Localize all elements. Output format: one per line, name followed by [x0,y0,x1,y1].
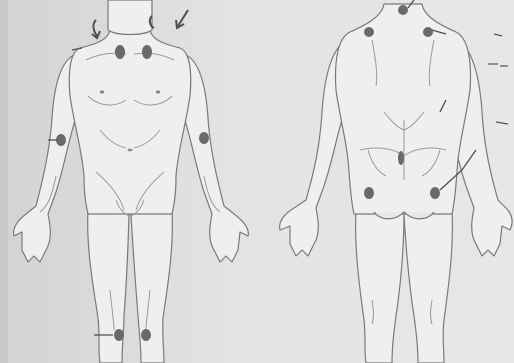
marker-front-left-knee [114,329,124,341]
marker-back-neck-top [398,5,408,15]
marker-back-left-buttock [364,187,374,199]
back-torso [336,4,471,214]
marker-front-left-neck [115,45,125,59]
marker-front-right-knee [141,329,151,341]
front-torso [69,30,190,214]
marker-back-lower-spine [398,151,404,165]
marker-back-left-shoulder [364,27,374,37]
front-neck [108,0,152,35]
paper-left-edge [0,0,8,363]
marker-back-right-shoulder [423,27,433,37]
marker-front-right-neck [142,45,152,59]
marker-front-right-upper-arm [199,132,209,144]
marker-back-right-buttock [430,187,440,199]
